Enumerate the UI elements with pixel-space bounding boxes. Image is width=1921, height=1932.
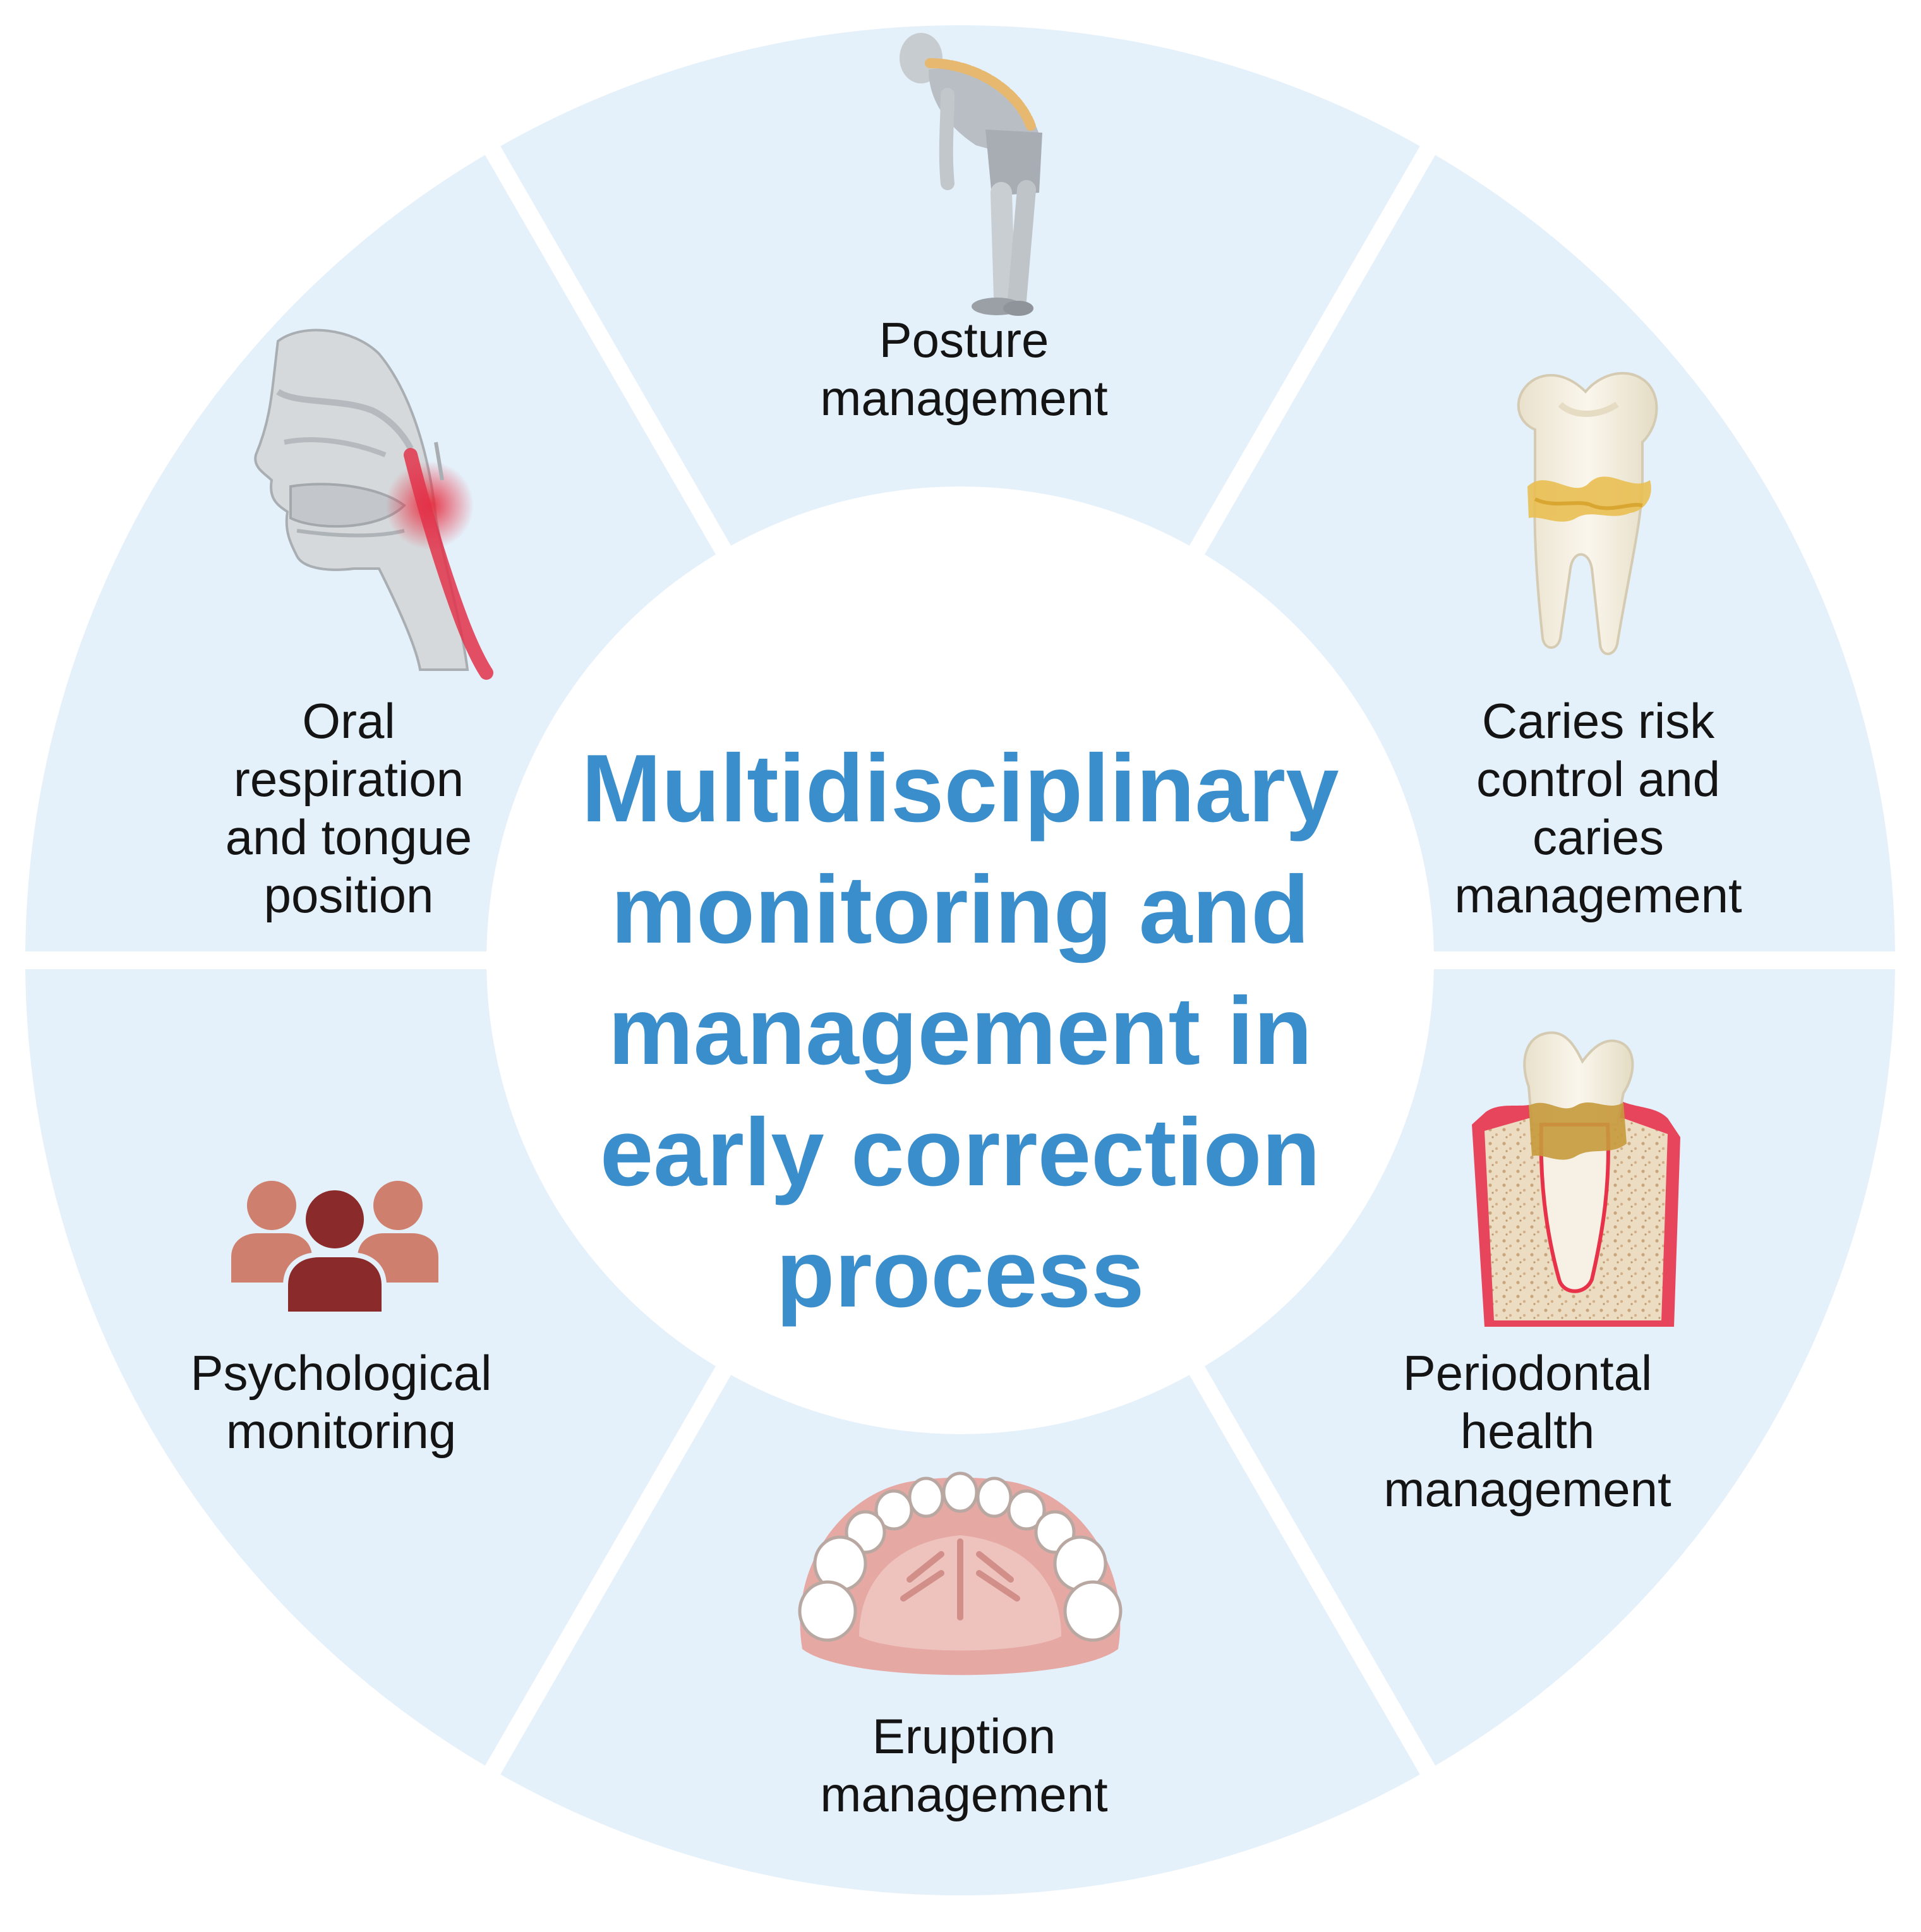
segment-posture xyxy=(500,25,1420,546)
label-line: Oral xyxy=(302,693,395,749)
segment-psychological xyxy=(25,969,716,1766)
label-line: Posture xyxy=(879,312,1049,368)
center-title-line: early correction xyxy=(600,1099,1321,1206)
label-line: Psychological xyxy=(191,1345,492,1401)
label-line: Eruption xyxy=(872,1708,1056,1764)
bending-person-spine-icon xyxy=(900,33,1042,316)
segment-ring xyxy=(25,25,1895,1896)
label-line: management xyxy=(820,370,1108,426)
center-title-text: Multidisciplinary monitoring and managemen… xyxy=(581,735,1339,1327)
label-line: position xyxy=(264,867,434,923)
label-line: management xyxy=(1454,867,1742,923)
center-circle xyxy=(498,498,1423,1423)
label-line: respiration xyxy=(234,751,464,807)
label-line: control and xyxy=(1476,751,1720,807)
center-title-line: management in xyxy=(608,977,1313,1085)
segment-periodontal xyxy=(1205,969,1895,1766)
label-line: health xyxy=(1460,1403,1595,1459)
center-title-line: process xyxy=(776,1220,1145,1327)
upper-dental-arch-icon xyxy=(798,1471,1123,1675)
center-title-line: Multidisciplinary xyxy=(581,735,1339,842)
center-title-line: monitoring and xyxy=(611,856,1310,963)
center-title: Multidisciplinary monitoring and managemen… xyxy=(581,735,1339,1327)
label-line: management xyxy=(820,1766,1108,1822)
label-line: Caries risk xyxy=(1482,693,1715,749)
label-line: monitoring xyxy=(226,1403,456,1459)
decayed-tooth-icon xyxy=(1517,371,1658,655)
head-airway-cross-section-icon xyxy=(254,329,493,680)
label-line: caries xyxy=(1533,809,1664,865)
group-of-people-icon xyxy=(231,1181,438,1317)
tooth-in-gum-icon xyxy=(1472,1031,1680,1327)
label-line: management xyxy=(1383,1461,1671,1517)
label-line: Periodontal xyxy=(1403,1345,1653,1401)
label-line: and tongue xyxy=(226,809,472,865)
